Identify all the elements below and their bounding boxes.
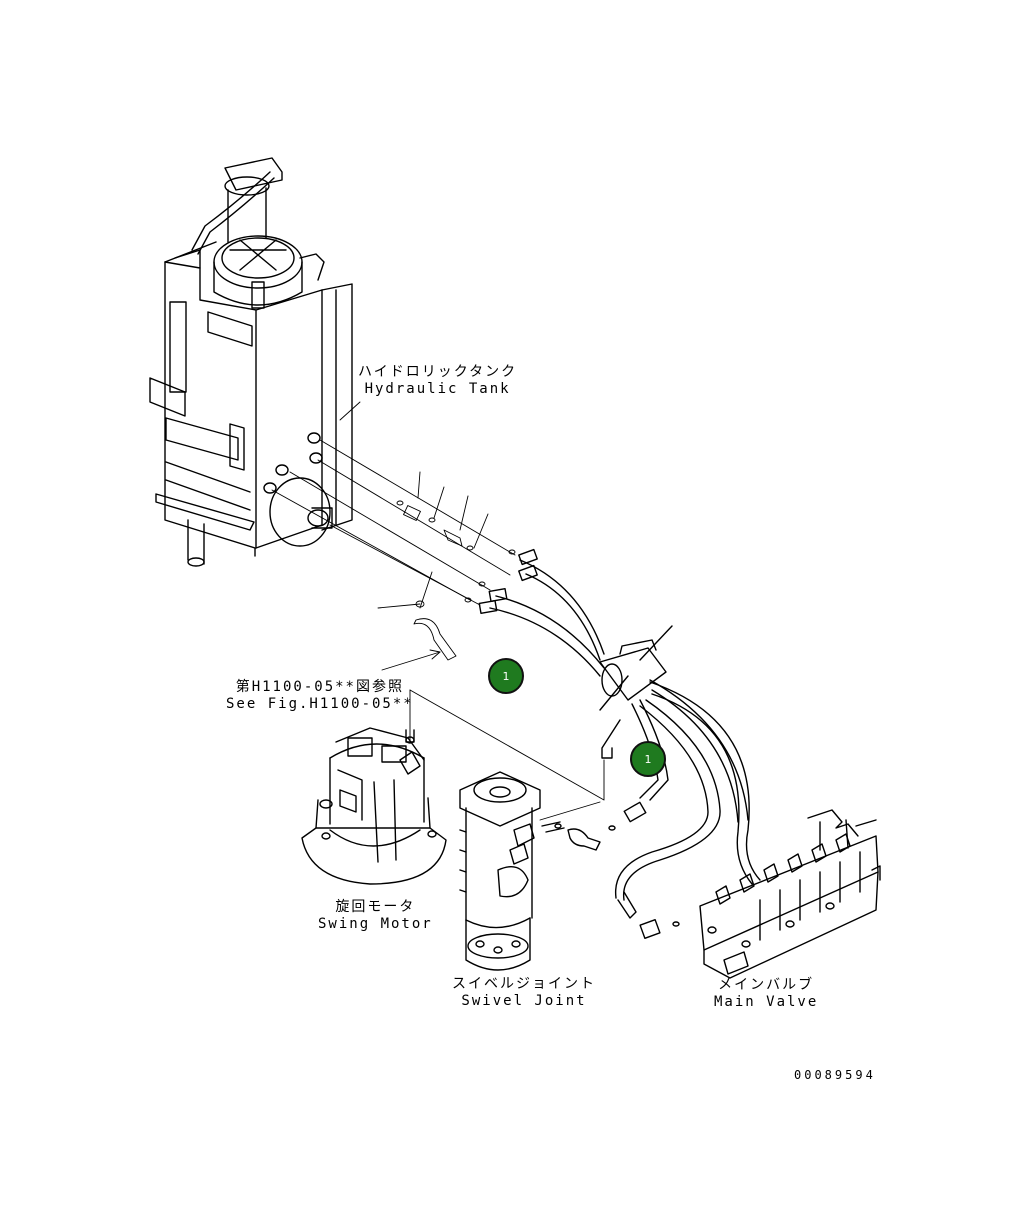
main-valve-label-en: Main Valve [714, 994, 819, 1010]
see-figure-reference-jp: 第H1100-05**図参照 [235, 679, 404, 695]
swivel-joint-label-jp: スイベルジョイント [452, 976, 596, 992]
swivel-joint-drawing [459, 771, 616, 971]
main-valve-drawing [699, 809, 881, 979]
swing-motor-label-jp: 旋回モータ [335, 899, 416, 915]
hydraulic-tank-drawing [149, 157, 353, 567]
main-valve-label: メインバルブ Main Valve [714, 977, 818, 1011]
swing-motor-drawing [301, 727, 447, 885]
hydraulic-tank-label-en: Hydraulic Tank [364, 381, 511, 397]
hydraulic-tank-label-jp: ハイドロリックタンク [358, 364, 518, 380]
hose-bundle [478, 548, 761, 940]
swing-line [409, 689, 605, 821]
figure-number: 00089594 [794, 1068, 876, 1082]
main-valve-label-jp: メインバルブ [718, 977, 815, 993]
swing-motor-label-en: Swing Motor [318, 916, 433, 932]
hydraulic-tank-label: ハイドロリックタンク Hydraulic Tank [358, 364, 517, 398]
see-figure-reference-en: See Fig.H1100-05** [226, 696, 414, 712]
callout-1-hose-bundle[interactable]: 1 [488, 658, 524, 694]
misc-leaders [339, 401, 361, 421]
see-figure-reference: 第H1100-05**図参照 See Fig.H1100-05** [226, 679, 414, 713]
fitting-leader-lines [271, 439, 516, 671]
swing-motor-label: 旋回モータ Swing Motor [318, 899, 433, 933]
callout-1-hose-lower[interactable]: 1 [630, 741, 666, 777]
swivel-joint-label: スイベルジョイント Swivel Joint [452, 976, 596, 1010]
swivel-joint-label-en: Swivel Joint [461, 993, 587, 1009]
